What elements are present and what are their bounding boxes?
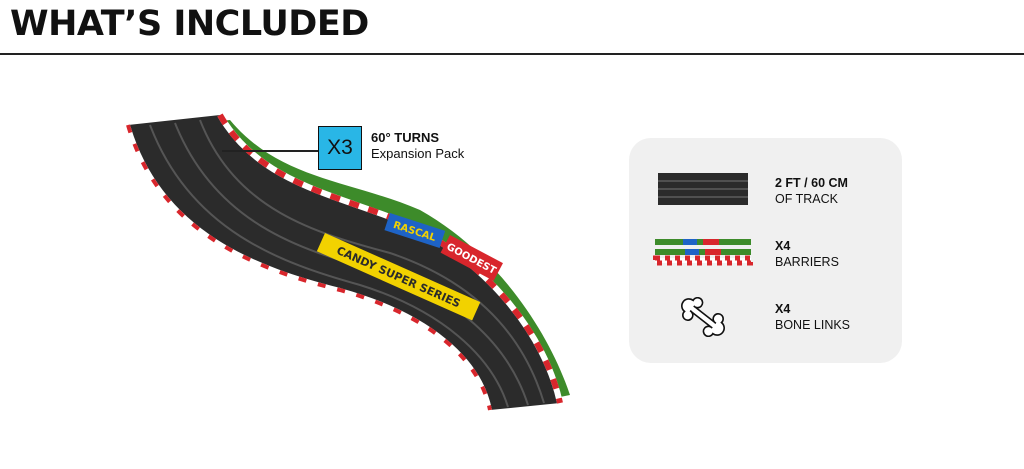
- included-item-track: 2 FT / 60 CM OF TRACK: [629, 171, 902, 221]
- included-panel: 2 FT / 60 CM OF TRACK X4 BARRIERS X4: [629, 138, 902, 363]
- track-piece-icon: [658, 173, 748, 205]
- quantity-badge: X3: [318, 126, 362, 170]
- track-curb: [126, 124, 492, 411]
- sign-rascal: [384, 213, 446, 249]
- sign-candy: [316, 233, 481, 321]
- item-name: BONE LINKS: [775, 318, 851, 333]
- item-name: BARRIERS: [775, 255, 839, 270]
- included-item-label: X4 BARRIERS: [775, 238, 839, 271]
- barrier-icon: [653, 239, 753, 266]
- callout: 60° TURNS Expansion Pack: [371, 130, 464, 163]
- item-name: OF TRACK: [775, 192, 838, 207]
- included-item-label: 2 FT / 60 CM OF TRACK: [775, 175, 848, 208]
- included-item-barriers: X4 BARRIERS: [629, 234, 902, 284]
- bone-link-icon: [681, 297, 725, 337]
- title-divider: [0, 53, 1024, 55]
- callout-subtitle: Expansion Pack: [371, 146, 465, 162]
- callout-line: [222, 150, 318, 152]
- track-lane-slot: [149, 124, 509, 408]
- item-quantity: X4: [775, 239, 791, 253]
- item-quantity: 2 FT / 60 CM: [775, 176, 848, 190]
- track-illustration: RASCAL GOODEST CANDY SUPER SERIES: [126, 113, 570, 411]
- sign-goodest: [440, 235, 503, 281]
- item-quantity: X4: [775, 302, 791, 316]
- included-item-label: X4 BONE LINKS: [775, 301, 850, 334]
- callout-title: 60° TURNS: [371, 130, 440, 145]
- track-lane-slot: [199, 119, 545, 404]
- included-item-bone-links: X4 BONE LINKS: [629, 297, 902, 347]
- page-title: WHAT’S INCLUDED: [10, 4, 369, 44]
